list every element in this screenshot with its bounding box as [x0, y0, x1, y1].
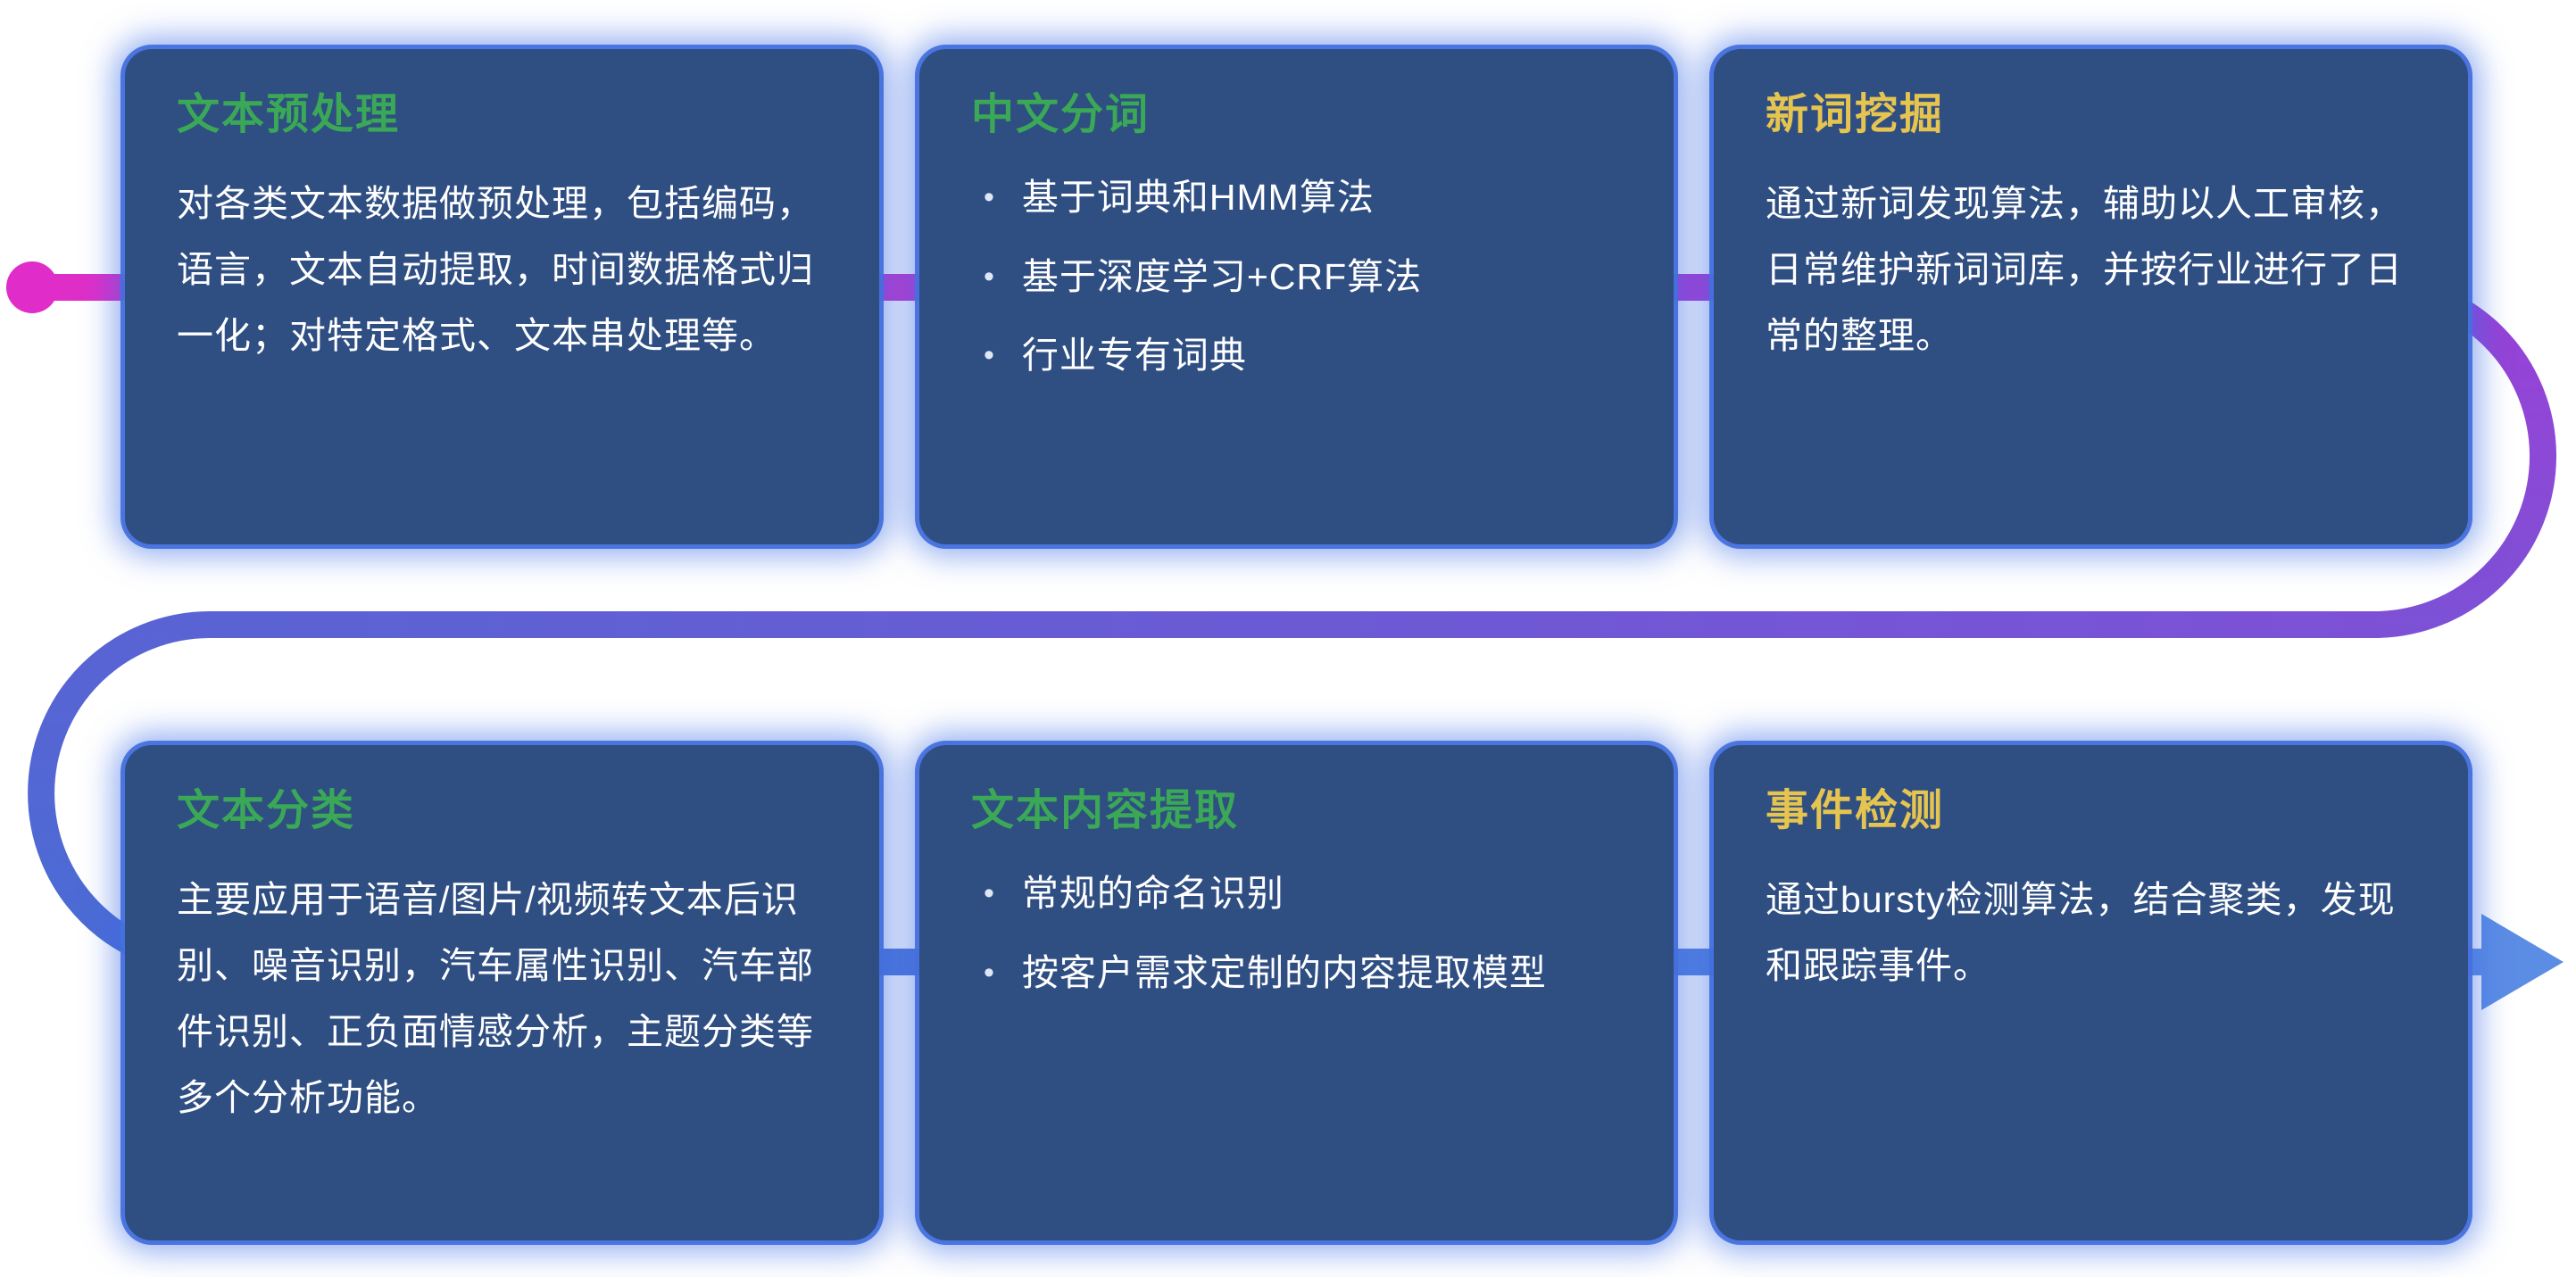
bullet-dot-icon: • [984, 955, 995, 990]
flow-start-dot [6, 261, 58, 313]
card-body: 对各类文本数据做预处理，包括编码，语言，文本自动提取，时间数据格式归一化；对特定… [177, 183, 814, 356]
card-body: 通过bursty检测算法，结合聚类，发现和跟踪事件。 [1766, 879, 2396, 986]
arrow-right-icon [2481, 914, 2564, 1010]
bullet-list: • 基于词典和HMM算法 • 基于深度学习+CRF算法 • 行业专有词典 [971, 170, 1622, 384]
bullet-item: • 基于深度学习+CRF算法 [971, 250, 1622, 305]
card-title: 中文分词 [971, 91, 1151, 138]
bullet-item: • 行业专有词典 [971, 328, 1622, 384]
card-event-detection: 事件检测 通过bursty检测算法，结合聚类，发现和跟踪事件。 [1714, 745, 2468, 1240]
card-title: 文本内容提取 [971, 787, 1240, 834]
card-body: 通过新词发现算法，辅助以人工审核，日常维护新词词库，并按行业进行了日常的整理。 [1766, 183, 2403, 356]
card-text-preprocessing: 文本预处理 对各类文本数据做预处理，包括编码，语言，文本自动提取，时间数据格式归… [125, 49, 879, 544]
card-text-content-extraction: 文本内容提取 • 常规的命名识别 • 按客户需求定制的内容提取模型 [919, 745, 1674, 1240]
bullet-text: 按客户需求定制的内容提取模型 [1021, 951, 1547, 993]
bullet-dot-icon: • [984, 876, 995, 910]
card-chinese-word-segmentation: 中文分词 • 基于词典和HMM算法 • 基于深度学习+CRF算法 • 行业专有词… [919, 49, 1674, 544]
bullet-text: 常规的命名识别 [1021, 873, 1284, 914]
bullet-dot-icon: • [984, 338, 995, 372]
card-text-classification: 文本分类 主要应用于语音/图片/视频转文本后识别、噪音识别，汽车属性识别、汽车部… [125, 745, 879, 1240]
bullet-item: • 常规的命名识别 [971, 867, 1622, 922]
bullet-text: 基于词典和HMM算法 [1021, 177, 1375, 218]
card-new-word-mining: 新词挖掘 通过新词发现算法，辅助以人工审核，日常维护新词词库，并按行业进行了日常… [1714, 49, 2468, 544]
bullet-dot-icon: • [984, 180, 995, 214]
bullet-item: • 基于词典和HMM算法 [971, 170, 1622, 226]
card-title: 文本分类 [177, 787, 356, 834]
card-title: 文本预处理 [177, 91, 401, 138]
bullet-text: 基于深度学习+CRF算法 [1021, 255, 1423, 297]
card-title: 新词挖掘 [1766, 91, 1945, 138]
bullet-list: • 常规的命名识别 • 按客户需求定制的内容提取模型 [971, 867, 1622, 1000]
bullet-dot-icon: • [984, 259, 995, 294]
bullet-text: 行业专有词典 [1021, 335, 1247, 376]
bullet-item: • 按客户需求定制的内容提取模型 [971, 946, 1622, 1001]
card-body: 主要应用于语音/图片/视频转文本后识别、噪音识别，汽车属性识别、汽车部件识别、正… [177, 879, 814, 1118]
card-title: 事件检测 [1766, 787, 1945, 834]
